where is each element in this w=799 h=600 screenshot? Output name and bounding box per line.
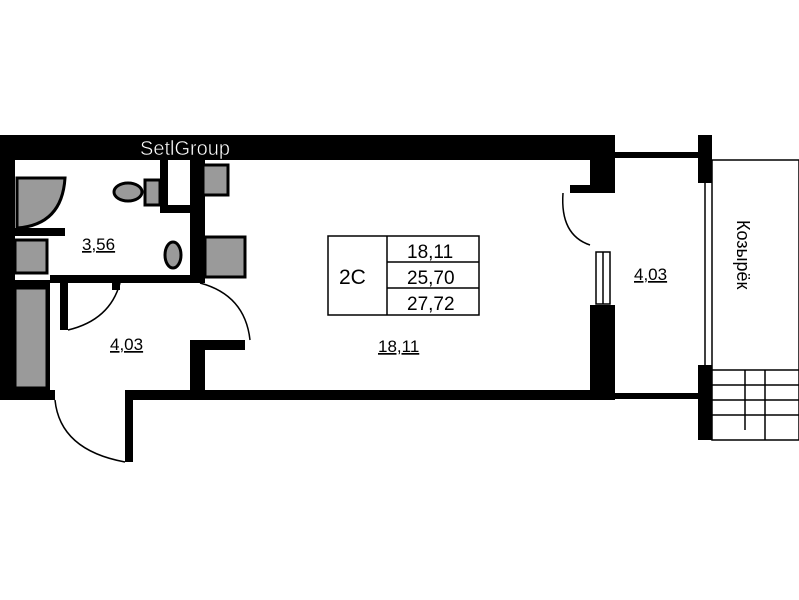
washing-machine-icon — [13, 238, 49, 275]
wardrobe-icon — [13, 286, 49, 390]
apartment-type: 2С — [339, 266, 366, 289]
living-area: 18,11 — [407, 242, 453, 263]
stair-lines — [711, 159, 799, 441]
doors — [54, 183, 706, 463]
washbasin-icon — [163, 240, 183, 270]
shower-icon — [15, 176, 67, 230]
fixtures — [13, 163, 247, 390]
watermark: SetlGroup — [140, 138, 230, 160]
toilet-icon — [112, 181, 144, 203]
room-area-loggia: 4,03 — [634, 265, 667, 284]
room-area-living: 18,11 — [378, 337, 419, 356]
apartment-table — [327, 235, 480, 316]
total-area: 25,70 — [407, 268, 455, 289]
total-area-with-balcony: 27,72 — [407, 294, 455, 315]
room-area-hallway: 4,03 — [110, 335, 143, 354]
stove-icon — [203, 235, 247, 279]
sink-icon — [201, 163, 230, 197]
walls — [0, 135, 712, 462]
room-area-bathroom: 3,56 — [82, 235, 115, 254]
canopy-label: Козырёк — [733, 220, 753, 290]
